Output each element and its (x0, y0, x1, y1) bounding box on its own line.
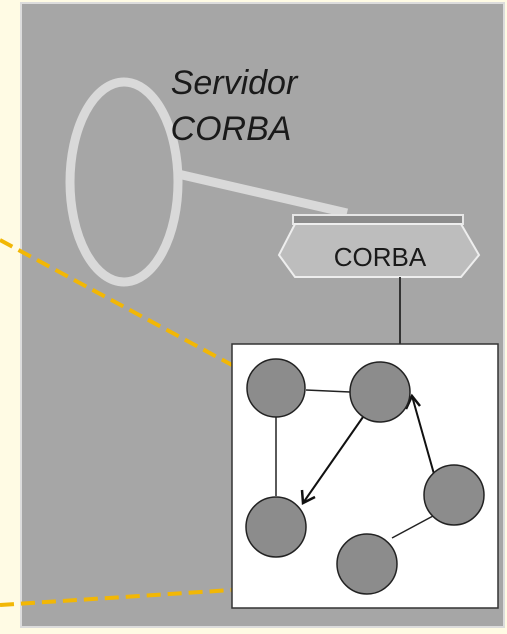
orb-label: CORBA (334, 242, 427, 272)
object-node (336, 533, 398, 595)
object-node (349, 361, 411, 423)
projection-line-upper (0, 238, 233, 367)
orb-connector: CORBA (277, 214, 481, 278)
magnifier-lens (65, 77, 183, 287)
magnifier-handle (176, 169, 349, 218)
object-node (246, 358, 306, 418)
object-link (305, 389, 351, 393)
orb-box (277, 223, 481, 278)
server-label-line1: Servidor (171, 64, 299, 102)
invocation-arrow-head (300, 489, 316, 505)
invocation-arrow-shaft (302, 416, 364, 504)
object-node (423, 464, 485, 526)
magnifier-icon (65, 77, 349, 287)
projection-line-lower (0, 588, 233, 607)
object-node (245, 496, 307, 558)
object-link (391, 515, 434, 539)
orb-connector-top (292, 214, 464, 225)
invocation-arrow-shaft (411, 395, 435, 475)
server-label-line2: CORBA (171, 110, 292, 148)
objects-inset (231, 343, 499, 609)
